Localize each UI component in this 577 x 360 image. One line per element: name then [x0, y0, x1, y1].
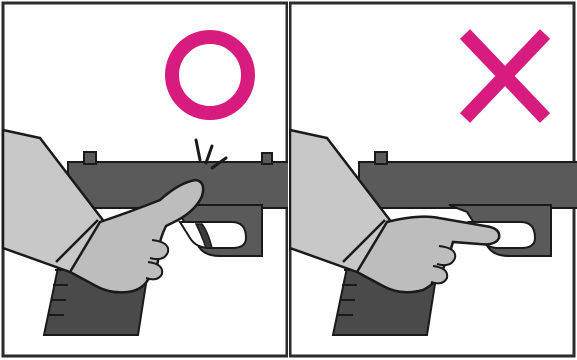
gun-slide — [359, 162, 577, 208]
front-sight — [262, 153, 272, 164]
panel-correct-drawing — [0, 0, 288, 360]
panel-correct — [0, 0, 288, 360]
rear-sight — [84, 152, 96, 164]
rear-sight — [375, 152, 387, 164]
panel-incorrect-drawing — [289, 0, 577, 360]
panel-incorrect — [289, 0, 577, 360]
